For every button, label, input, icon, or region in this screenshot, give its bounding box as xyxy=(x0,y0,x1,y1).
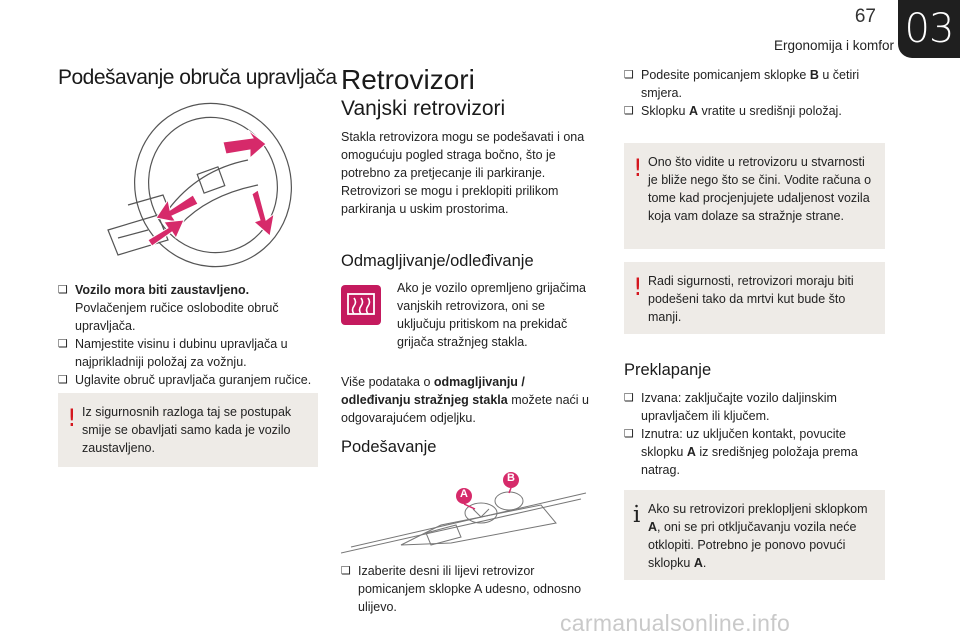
outside-mirrors-subtitle: Vanjski retrovizori xyxy=(341,97,506,120)
page-number: 67 xyxy=(854,6,876,27)
more-info-text: Više podataka o odmagljivanju / odleđiva… xyxy=(341,373,591,427)
mirrors-intro: Stakla retrovizora mogu se podešavati i … xyxy=(341,130,585,216)
step-text: Povlačenjem ručice oslobodite obruč upra… xyxy=(75,301,279,333)
safety-warning-note: ! Iz sigurnosnih razloga taj se postupak… xyxy=(58,393,318,467)
step-bold: A xyxy=(688,104,698,118)
bullet-icon: ❑ xyxy=(58,374,68,386)
step-text: Uglavite obruč upravljača guranjem ručic… xyxy=(75,373,312,387)
warning-text: Ono što vidite u retrovizoru u stvarnost… xyxy=(648,155,872,223)
adjust-steps-list: ❑ Izaberite desni ili lijevi retrovizor p… xyxy=(341,562,591,616)
step-pre: Izvana: zaključajte vozilo daljinskim up… xyxy=(641,391,837,423)
warning-text: Iz sigurnosnih razloga taj se postupak s… xyxy=(82,405,292,455)
bullet-icon: ❑ xyxy=(58,284,68,296)
more-info-pre: Više podataka o xyxy=(341,375,434,389)
list-item: ❑ Vozilo mora biti zaustavljeno. Povlačenj… xyxy=(58,281,318,335)
bullet-icon: ❑ xyxy=(341,565,351,577)
step-post: iz središnjeg položaja prema natrag. xyxy=(641,445,858,477)
info-icon: i xyxy=(633,502,641,528)
step-post: u četiri smjera. xyxy=(641,68,860,100)
label-a-marker xyxy=(456,488,472,504)
more-info-bold: odmagljivanju / odleđivanju stražnjeg st… xyxy=(341,375,525,407)
step-pre: Podesite pomicanjem sklopke xyxy=(641,68,810,82)
step-text: Namjestite visinu i dubinu upravljača u … xyxy=(75,337,288,369)
distance-warning-note: ! Ono što vidite u retrovizoru u stvarno… xyxy=(624,143,885,249)
warning-icon: ! xyxy=(67,404,77,432)
rear-defrost-icon xyxy=(341,285,381,325)
folding-steps-list: ❑ Izvana: zaključajte vozilo daljinskim u… xyxy=(624,389,884,479)
defog-heading: Odmagljivanje/odleđivanje xyxy=(341,252,534,270)
list-item: ❑ Podesite pomicanjem sklopke B u četiri … xyxy=(624,66,884,102)
step-pre: Sklopku xyxy=(641,104,689,118)
info-pre: Ako su retrovizori preklopljeni sklopkom xyxy=(648,502,868,516)
step-bold: A xyxy=(686,445,696,459)
section-title: Ergonomija i komfor xyxy=(773,38,894,53)
list-item: ❑ Iznutra: uz uključen kontakt, povucite … xyxy=(624,425,884,479)
label-a: A xyxy=(460,488,468,500)
mirrors-title: Retrovizori xyxy=(341,64,475,95)
mirror-switch-illustration: A B xyxy=(340,465,591,557)
label-b: B xyxy=(507,472,515,484)
list-item: ❑ Izvana: zaključajte vozilo daljinskim u… xyxy=(624,389,884,425)
info-bold-2: A xyxy=(693,556,703,570)
bullet-icon: ❑ xyxy=(624,105,634,117)
bullet-icon: ❑ xyxy=(58,338,68,350)
list-item: ❑ Namjestite visinu i dubinu upravljača u… xyxy=(58,335,318,371)
step-text: Izaberite desni ili lijevi retrovizor po… xyxy=(358,564,582,614)
warning-icon: ! xyxy=(633,154,643,182)
steering-steps-list: ❑ Vozilo mora biti zaustavljeno. Povlačenj… xyxy=(58,281,318,389)
folding-heading: Preklapanje xyxy=(624,361,712,379)
steering-adjust-title: Podešavanje obruča upravljača xyxy=(58,66,337,89)
info-post: . xyxy=(702,556,707,570)
step-pre: Iznutra: uz uključen kontakt, povucite s… xyxy=(641,427,846,459)
folding-info-note: i Ako su retrovizori preklopljeni sklopk… xyxy=(624,490,885,580)
steering-wheel-illustration xyxy=(88,100,324,270)
adjust-heading: Podešavanje xyxy=(341,438,437,456)
defog-text: Ako je vozilo opremljeno grijačima vanjs… xyxy=(397,281,586,349)
warning-icon: ! xyxy=(633,273,643,301)
step-bold: Vozilo mora biti zaustavljeno. xyxy=(75,283,250,297)
list-item: ❑ Izaberite desni ili lijevi retrovizor p… xyxy=(341,562,591,616)
info-mid: , oni se pri otključavanju vozila neće o… xyxy=(648,520,857,570)
watermark: carmanualsonline.info xyxy=(560,610,791,636)
list-item: ❑ Sklopku A vratite u središnji položaj. xyxy=(624,102,884,120)
more-info-post: možete naći u odgovarajućem odjeljku. xyxy=(341,393,590,425)
bullet-icon: ❑ xyxy=(624,69,634,81)
label-b-marker xyxy=(503,472,519,488)
step-post: vratite u središnji položaj. xyxy=(697,104,842,118)
adjust-continue-list: ❑ Podesite pomicanjem sklopke B u četiri … xyxy=(624,66,884,120)
list-item: ❑ Uglavite obruč upravljača guranjem ruči… xyxy=(58,371,318,389)
blindspot-warning-note: ! Radi sigurnosti, retrovizori moraju bi… xyxy=(624,262,885,334)
chapter-badge: 03 xyxy=(898,0,960,58)
bullet-icon: ❑ xyxy=(624,392,634,404)
info-bold: A xyxy=(648,520,658,534)
step-bold: B xyxy=(809,68,819,82)
bullet-icon: ❑ xyxy=(624,428,634,440)
warning-text: Radi sigurnosti, retrovizori moraju biti… xyxy=(648,274,854,324)
